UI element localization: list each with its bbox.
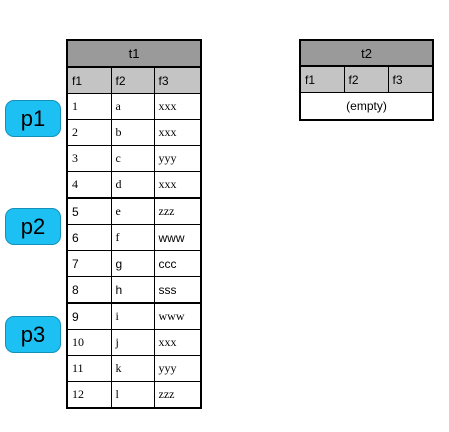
cell-f3: ccc (153, 250, 202, 277)
table-row: 3 c yyy (66, 145, 202, 172)
cell-f1: 1 (66, 93, 112, 120)
table-row: 10 j xxx (66, 329, 202, 356)
cell-f1: 6 (66, 224, 112, 251)
table-row: 11 k yyy (66, 355, 202, 382)
partition-label-p1: p1 (5, 100, 61, 137)
partition-label-p3: p3 (5, 316, 61, 353)
cell-f3: xxx (153, 329, 202, 356)
cell-f3: zzz (153, 381, 202, 409)
table-row: 6 f www (66, 224, 202, 251)
cell-f2: g (110, 250, 155, 277)
cell-f1: 10 (66, 329, 112, 356)
cell-f2: j (110, 329, 155, 356)
cell-f2: k (110, 355, 155, 382)
table-t2: t2 f1 f2 f3 (empty) (299, 39, 434, 121)
cell-f2: e (110, 197, 155, 225)
table-row: 4 d xxx (66, 171, 202, 199)
cell-f2: i (110, 302, 155, 330)
cell-f1: 2 (66, 119, 112, 146)
cell-f1: 8 (66, 276, 112, 304)
cell-f3: xxx (153, 93, 202, 120)
partition-label-p2: p2 (5, 208, 61, 245)
cell-f2: h (110, 276, 155, 304)
table-row: 7 g ccc (66, 250, 202, 277)
cell-f1: 9 (66, 302, 112, 330)
table-row: 5 e zzz (66, 197, 202, 225)
cell-f1: 11 (66, 355, 112, 382)
cell-f3: sss (153, 276, 202, 304)
cell-f3: xxx (153, 119, 202, 146)
cell-f2: a (110, 93, 155, 120)
table-row: 12 l zzz (66, 381, 202, 409)
column-header-f3: f3 (387, 65, 434, 93)
table-row: 1 a xxx (66, 93, 202, 120)
cell-f1: 3 (66, 145, 112, 172)
cell-f2: d (110, 171, 155, 199)
empty-placeholder: (empty) (299, 92, 434, 121)
cell-f3: yyy (153, 145, 202, 172)
cell-f2: c (110, 145, 155, 172)
cell-f3: yyy (153, 355, 202, 382)
table-row: 9 i www (66, 302, 202, 330)
cell-f1: 7 (66, 250, 112, 277)
table-title: t2 (299, 39, 434, 67)
column-header-f2: f2 (110, 66, 155, 94)
cell-f2: b (110, 119, 155, 146)
column-header-f1: f1 (66, 66, 112, 94)
column-header-f1: f1 (299, 65, 345, 93)
cell-f3: zzz (153, 197, 202, 225)
table-row: 8 h sss (66, 276, 202, 304)
cell-f3: www (153, 224, 202, 251)
cell-f3: xxx (153, 171, 202, 199)
cell-f3: www (153, 302, 202, 330)
table-row: 2 b xxx (66, 119, 202, 146)
cell-f1: 5 (66, 197, 112, 225)
column-header-f2: f2 (343, 65, 389, 93)
table-title: t1 (66, 39, 202, 68)
cell-f1: 12 (66, 381, 112, 409)
cell-f2: l (110, 381, 155, 409)
cell-f1: 4 (66, 171, 112, 199)
cell-f2: f (110, 224, 155, 251)
table-t1: t1 f1 f2 f3 1 a xxx 2 b xxx 3 c yyy 4 d … (66, 39, 202, 409)
column-header-f3: f3 (153, 66, 202, 94)
